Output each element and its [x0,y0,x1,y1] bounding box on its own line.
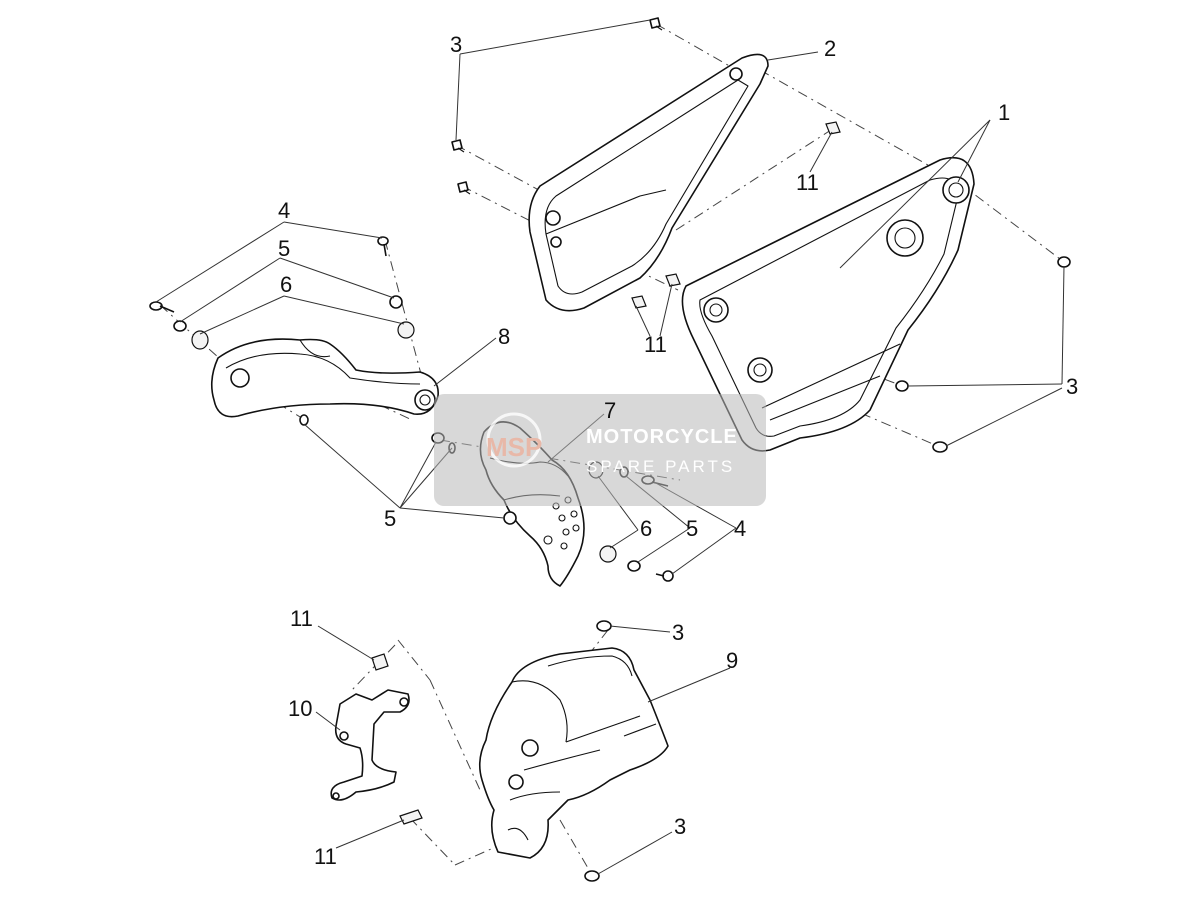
callout-labels: 1 2 3 3 3 3 4 4 5 5 5 6 6 7 8 9 10 11 11… [278,32,1078,869]
screw-3-mid [457,181,471,195]
callout-9: 9 [726,648,738,673]
callout-11-mid: 11 [644,332,667,357]
callout-11-top: 11 [796,170,819,195]
callout-6-left: 6 [280,272,292,297]
callout-4-right: 4 [734,516,746,541]
callout-2: 2 [824,36,836,61]
callout-3-top: 3 [450,32,462,57]
washer-5-left [173,320,187,332]
callout-11-lower-bottom: 11 [314,844,337,869]
screw-3-top [649,17,663,31]
grommet-6-lower [599,545,617,563]
callout-11-lower-top: 11 [290,606,313,631]
screw-4-upper [377,236,389,257]
callout-5-center: 5 [384,506,396,531]
watermark-logo: MSP [486,432,542,462]
watermark-subtitle: SPARE PARTS [586,457,735,476]
clip-11-top [825,121,841,135]
screw-3-right-mid [895,380,909,392]
watermark-title: MOTORCYCLE [586,426,738,448]
screw-3-right-low [932,441,948,453]
washer-5-d [503,511,517,525]
side-cover-panel [681,156,975,452]
clip-11-lower-b [399,809,423,825]
mounting-bracket [330,689,410,801]
callout-5-left: 5 [278,236,290,261]
clip-11-mid-a [631,295,647,309]
lower-cover [478,647,669,859]
watermark: MSP MOTORCYCLE SPARE PARTS [434,394,766,506]
callout-1: 1 [998,100,1010,125]
side-cover-frame [528,53,769,312]
callout-3-right: 3 [1066,374,1078,399]
callout-4-left: 4 [278,198,290,223]
screw-4-left [149,301,175,313]
washer-5-lower [627,560,641,572]
watermark-wheel-icon [486,412,542,468]
callout-8: 8 [498,324,510,349]
screw-3-lower-top [596,620,612,632]
washer-5-upper [389,295,403,309]
callout-5-right: 5 [686,516,698,541]
leader-lines [155,19,1065,875]
callout-10: 10 [288,696,312,721]
screw-3-left [451,139,465,153]
clip-11-mid-b [665,273,681,287]
watermark-box [434,394,766,506]
callout-7: 7 [604,398,616,423]
callout-3-lower-top: 3 [672,620,684,645]
grommet-6-left [191,330,209,350]
heel-guard [210,338,439,418]
clip-11-lower-a [371,653,389,671]
screw-3-right-top [1057,256,1071,268]
screw-4-lower [655,570,674,582]
screw-3-lower-bottom [584,870,600,882]
grommet-6-upper [397,321,415,339]
washer-5-c [299,414,309,426]
callout-3-lower-bottom: 3 [674,814,686,839]
callout-6-right: 6 [640,516,652,541]
